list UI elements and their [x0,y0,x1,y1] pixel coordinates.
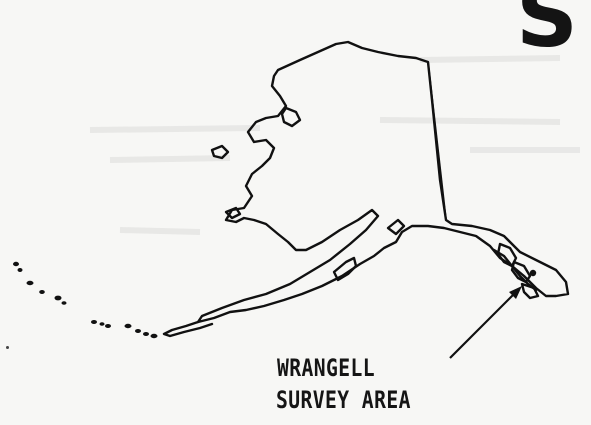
pointer-arrow-line [449,291,517,359]
panhandle-channels [492,248,538,292]
survey-label-line1: WRANGELL [277,354,376,382]
scan-dot [6,346,9,349]
nunivak-island [224,206,242,220]
kodiak-island [332,256,358,282]
canada-border [427,61,447,221]
survey-label-line2: SURVEY AREA [276,386,411,414]
alaska-mainland-outline [196,40,570,324]
corner-letter: S [516,0,578,67]
cook-inlet-detail [386,218,406,236]
panhandle-islands-2 [510,260,532,284]
panhandle-islands-3 [520,282,540,300]
seward-peninsula-detail [280,106,302,128]
alaska-peninsula [162,320,214,338]
st-lawrence-island [210,144,230,160]
pointer-arrow-head [509,286,522,299]
aleutian-islands [13,261,158,339]
survey-area-marker [529,269,537,277]
